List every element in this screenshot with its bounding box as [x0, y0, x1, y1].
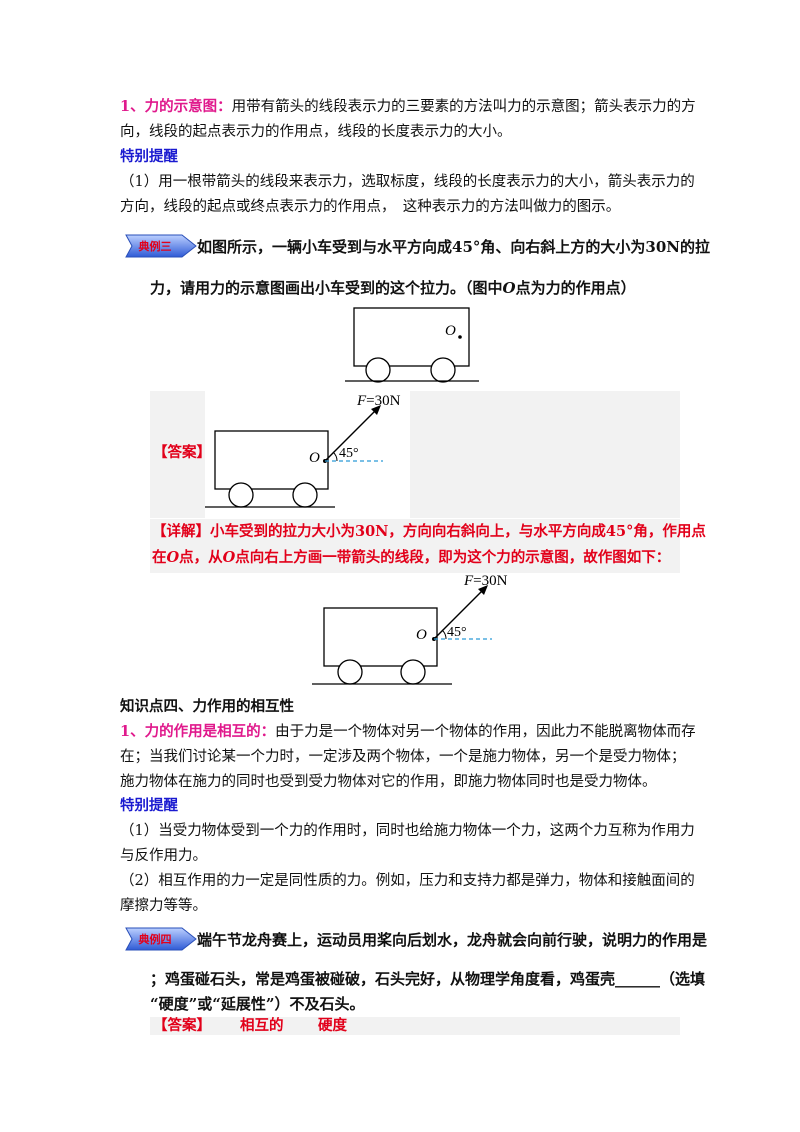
answer-force-f: F — [356, 393, 367, 409]
sec4-text1: 由于力是一个物体对另一个物体的作用，因此力不能脱离物体而存 — [275, 724, 696, 740]
answer-force-label: F=30N — [356, 393, 401, 409]
answer4-value2: 硬度 — [318, 1017, 347, 1034]
detail-force-label: F=30N — [463, 573, 508, 589]
answer4-value1: 相互的 — [240, 1017, 284, 1034]
detail-o2: O — [222, 549, 236, 566]
sec4-heading: 1、力的作用是相互的： — [120, 723, 276, 740]
cart-figure-question: O — [345, 307, 479, 383]
tag-arrow-icon — [125, 927, 197, 951]
sec1-line2: 向，线段的起点表示力的作用点，线段的长度表示力的大小。 — [120, 124, 512, 140]
tag-arrow-icon — [125, 234, 197, 258]
sec1-line1: 1、力的示意图：用带有箭头的线段表示力的三要素的方法叫力的示意图；箭头表示力的方 — [120, 96, 696, 118]
detail3-box — [150, 519, 680, 573]
sec1-tip-title: 特别提醒 — [120, 148, 178, 165]
example3-line2b: 点为力的作用点） — [515, 279, 636, 297]
example3-tag-label: 典例三 — [138, 240, 172, 253]
example3-line1: 如图所示，一辆小车受到与水平方向成45°角、向右斜上方的大小为30N的拉 — [197, 238, 710, 256]
sec4-line3: 施力物体在施力的同时也受到受力物体对它的作用，即施力物体同时也是受力物体。 — [120, 774, 657, 790]
sec1-tip1a: （1）用一根带箭头的线段来表示力，选取标度，线段的长度表示力的大小，箭头表示力的 — [120, 174, 695, 190]
sec4-line2: 在；当我们讨论某一个力时，一定涉及两个物体，一个是施力物体，另一个是受力物体； — [120, 749, 686, 765]
detail-2b: 点，从 — [179, 549, 223, 566]
example3-line2a: 力，请用力的示意图画出小车受到的这个拉力。（图中 — [150, 279, 503, 297]
sec1-heading: 1、力的示意图： — [120, 98, 232, 115]
sec4-tip2b: 摩擦力等等。 — [120, 898, 207, 914]
example3-line2: 力，请用力的示意图画出小车受到的这个拉力。（图中O点为力的作用点） — [150, 277, 636, 299]
detail-2c: 点向右上方画一带箭头的线段，即为这个力的示意图，故作图如下： — [235, 549, 671, 566]
sec1-text1: 用带有箭头的线段表示力的三要素的方法叫力的示意图；箭头表示力的方 — [231, 99, 696, 115]
answer-o-label: O — [309, 450, 320, 466]
cart-figure-answer: O 45° F=30N — [205, 391, 410, 518]
example4-tag: 典例四 — [124, 926, 198, 952]
sec1-tip1b: 方向，线段的起点或终点表示力的作用点， 这种表示力的方法叫做力的图示。 — [120, 199, 621, 215]
sec4-tip2a: （2）相互作用的力一定是同性质的力。例如，压力和支持力都是弹力，物体和接触面间的 — [120, 873, 695, 889]
sec4-tip1a: （1）当受力物体受到一个力的作用时，同时也给施力物体一个力，这两个力互称为作用力 — [120, 823, 695, 839]
answer4-box — [150, 1017, 680, 1035]
detail-o1: O — [166, 549, 180, 566]
answer3-label: 【答案】 — [153, 444, 211, 461]
detail3-line2: 在O点，从O点向右上方画一带箭头的线段，即为这个力的示意图，故作图如下： — [152, 547, 712, 569]
example4-line2: ；鸡蛋碰石头，常是鸡蛋被碰破，石头完好，从物理学角度看，鸡蛋壳______（选填 — [150, 970, 706, 988]
example4-line3: “硬度”或“延展性”）不及石头。 — [150, 995, 365, 1013]
detail3-line1: 【详解】小车受到的拉力大小为30N，方向向右斜向上，与水平方向成45°角，作用点 — [152, 523, 706, 540]
sec4-tip1b: 与反作用力。 — [120, 848, 207, 864]
cart-figure-detail: O 45° F=30N — [312, 573, 522, 690]
answer4-label: 【答案】 — [153, 1017, 211, 1034]
sec4-title: 知识点四、力作用的相互性 — [120, 698, 294, 715]
detail-force-val: =30N — [473, 573, 507, 589]
sec4-line1: 1、力的作用是相互的：由于力是一个物体对另一个物体的作用，因此力不能脱离物体而存 — [120, 721, 696, 743]
answer-force-val: =30N — [366, 393, 400, 409]
detail-o-label: O — [416, 627, 427, 643]
example3-line2-o: O — [502, 279, 516, 297]
detail-angle-label: 45° — [447, 625, 467, 640]
detail-force-f: F — [463, 573, 474, 589]
example3-tag: 典例三 — [124, 233, 198, 259]
example4-line1: 端午节龙舟赛上，运动员用桨向后划水，龙舟就会向前行驶，说明力的作用是 — [197, 931, 708, 949]
detail-2a: 在 — [152, 549, 167, 566]
example4-tag-label: 典例四 — [138, 933, 172, 946]
point-o-label: O — [445, 323, 456, 339]
answer-angle-label: 45° — [339, 446, 359, 461]
sec4-tip-title: 特别提醒 — [120, 797, 178, 814]
